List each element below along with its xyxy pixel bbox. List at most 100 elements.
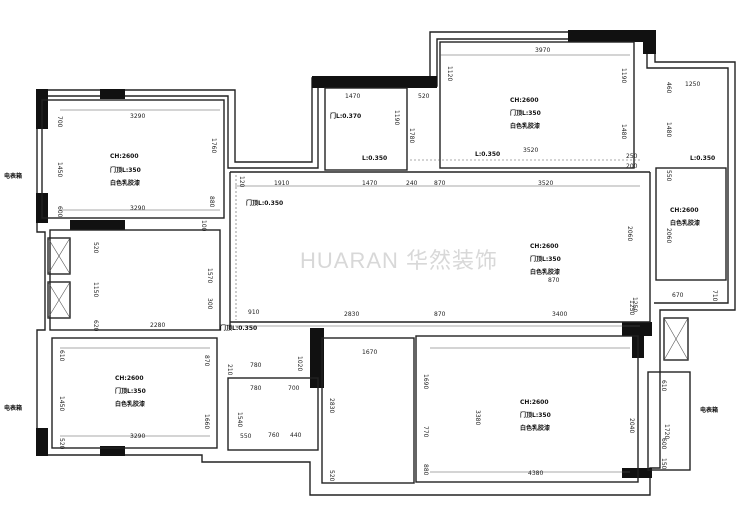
room-ceiling: CH:2600: [110, 153, 139, 160]
watermark-text: HUARAN 华然装饰: [300, 248, 498, 273]
dimension-label: 520: [418, 93, 430, 100]
side-marks: 电表箱 电表箱 电表箱: [4, 172, 718, 414]
dimension-label: 600: [660, 438, 667, 450]
dimension-label: 870: [203, 355, 210, 367]
dimension-label: 770: [422, 426, 429, 438]
dimension-label: 1470: [345, 93, 360, 100]
room-ceiling: CH:2600: [520, 399, 549, 406]
dimension-label: 870: [434, 180, 446, 187]
dimension-label: 910: [248, 309, 260, 316]
level-mark: 门顶L:0.350: [220, 324, 257, 332]
level-mark: L:0.350: [362, 155, 387, 162]
dimension-label: 780: [250, 385, 262, 392]
dimension-label: 1660: [203, 414, 210, 429]
level-mark: L:0.350: [475, 151, 500, 158]
room-label: 白色乳胶漆: [115, 400, 145, 408]
dimension-label: 1450: [58, 396, 65, 411]
level-marks: 门L:0.370 L:0.350 L:0.350 L:0.350 门顶L:0.3…: [220, 112, 715, 332]
side-mark: 电表箱: [4, 404, 22, 412]
dimension-label: 1570: [206, 268, 213, 283]
dimension-label: 2830: [328, 398, 335, 413]
dimension-label: 240: [406, 180, 418, 187]
dimension-label: 3520: [538, 180, 553, 187]
dimension-label: 610: [660, 380, 667, 392]
level-mark: 门顶L:0.350: [246, 199, 283, 207]
room-ceiling: CH:2600: [670, 207, 699, 214]
dimension-label: 700: [56, 116, 63, 128]
dimension-label: 870: [434, 311, 446, 318]
dimension-label: 460: [665, 82, 672, 94]
dimension-label: 620: [92, 320, 99, 332]
dimension-label: 1150: [92, 282, 99, 297]
dimension-label: 3290: [130, 205, 145, 212]
dimension-label: 3380: [474, 410, 481, 425]
dimension-label: 1190: [620, 68, 627, 83]
dimension-label: 3970: [535, 47, 550, 54]
room-label: 白色乳胶漆: [110, 179, 140, 187]
dimension-label: 1250: [685, 81, 700, 88]
level-mark: 门L:0.370: [330, 112, 361, 120]
shaft-boxes: [47, 237, 689, 361]
dimension-label: 700: [288, 385, 300, 392]
dimension-label: 880: [422, 464, 429, 476]
dimension-label: 520: [92, 242, 99, 254]
room-level: 门顶L:350: [115, 387, 146, 395]
dimension-label: 670: [672, 292, 684, 299]
dimension-label: 1720: [663, 424, 670, 439]
outer-walls: [36, 30, 736, 496]
dimension-label: 100: [200, 220, 207, 232]
dimension-label: 1120: [446, 66, 453, 81]
side-mark: 电表箱: [4, 172, 22, 180]
dimension-label: 250: [626, 153, 638, 160]
dimension-label: 1250: [628, 300, 635, 315]
dimension-label: 2830: [344, 311, 359, 318]
room-level: 门顶L:350: [520, 411, 551, 419]
dimension-label: 600: [56, 206, 63, 218]
dimension-label: 1780: [408, 128, 415, 143]
dimension-label: 1250: [631, 297, 638, 312]
dimension-label: 1470: [362, 180, 377, 187]
dimension-label: 3290: [130, 113, 145, 120]
room-ceiling: CH:2600: [530, 243, 559, 250]
dimension-label: 1540: [236, 412, 243, 427]
dimension-label: 1480: [665, 122, 672, 137]
dimension-label: 2040: [628, 418, 635, 433]
dimension-label: 440: [290, 432, 302, 439]
dimension-label: 200: [626, 163, 638, 170]
dimension-label: 150: [660, 458, 667, 470]
dimension-label: 2280: [150, 322, 165, 329]
dimension-label: 1020: [296, 356, 303, 371]
room-level: 门顶L:350: [510, 109, 541, 117]
room-label: 白色乳胶漆: [670, 219, 700, 227]
dimension-label: 3520: [523, 147, 538, 154]
dimension-label: 710: [711, 290, 718, 302]
dimension-label: 1480: [620, 124, 627, 139]
dimension-label: 760: [268, 432, 280, 439]
dimension-label: 2060: [665, 228, 672, 243]
dimension-label: 210: [226, 364, 233, 376]
dimension-label: 610: [58, 350, 65, 362]
dimension-label: 550: [240, 433, 252, 440]
dimension-label: 1450: [56, 162, 63, 177]
dimension-label: 4380: [528, 470, 543, 477]
dimension-label: 520: [328, 470, 335, 482]
dimension-lines: [60, 54, 640, 473]
room-label: 白色乳胶漆: [520, 424, 550, 432]
room-ceiling: CH:2600: [510, 97, 539, 104]
side-mark: 电表箱: [700, 406, 718, 414]
room-label: 白色乳胶漆: [510, 122, 540, 130]
dimension-label: 120: [238, 176, 245, 188]
dimension-label: 1690: [422, 374, 429, 389]
interior-walls: [41, 41, 727, 484]
dimension-label: 780: [250, 362, 262, 369]
dimension-label: 1760: [210, 138, 217, 153]
dimension-label: 880: [208, 196, 215, 208]
dimension-label: 520: [58, 438, 65, 450]
dimension-label: 300: [206, 298, 213, 310]
dimension-label: 550: [665, 170, 672, 182]
dimension-label: 870: [548, 277, 560, 284]
room-ceiling: CH:2600: [115, 375, 144, 382]
room-level: 门顶L:350: [110, 166, 141, 174]
dimension-label: 2060: [626, 226, 633, 241]
